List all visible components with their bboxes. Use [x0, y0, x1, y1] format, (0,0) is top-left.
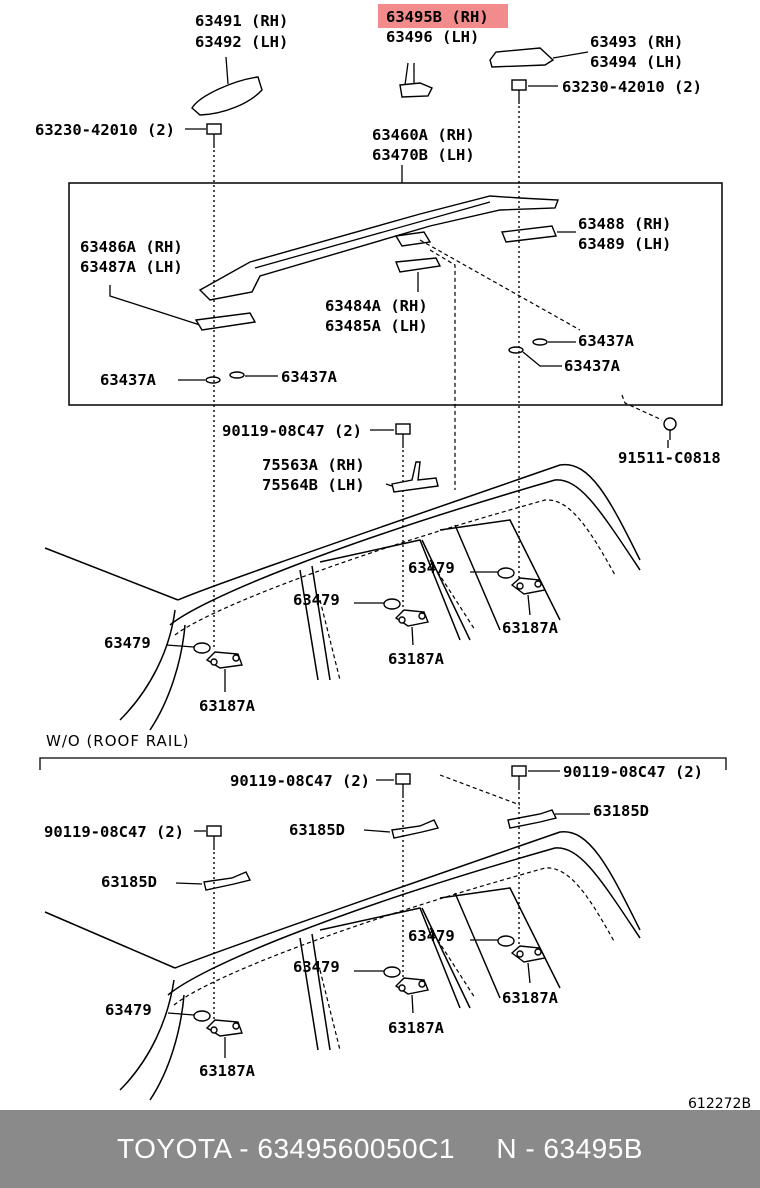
label-63492[interactable]: 63492 (LH) [195, 33, 288, 51]
highlight-box [378, 4, 508, 28]
label-63470b[interactable]: 63470B (LH) [372, 146, 475, 164]
label-91511[interactable]: 91511-C0818 [618, 449, 721, 467]
bracket-755 [391, 461, 439, 493]
end-cap-middle [399, 82, 433, 98]
section-bracket [39, 757, 727, 770]
label-63460a[interactable]: 63460A (RH) [372, 126, 475, 144]
pad-mid [395, 257, 442, 273]
label-63489[interactable]: 63489 (LH) [578, 235, 671, 253]
nut-icon [205, 651, 243, 669]
footer-bar: TOYOTA - 6349560050C1 N - 63495B [0, 1110, 760, 1188]
label-63486a[interactable]: 63486A (RH) [80, 238, 183, 256]
pad-left [194, 312, 257, 331]
label-63479-upper-m[interactable]: 63479 [293, 591, 340, 609]
label-bolt-63230-right[interactable]: 63230-42010 (2) [562, 78, 702, 96]
clip-icon [497, 567, 515, 579]
pad-right [501, 225, 557, 243]
label-63185d-m[interactable]: 63185D [289, 821, 345, 839]
clip-icon [497, 935, 515, 947]
label-63437a-r2[interactable]: 63437A [564, 357, 621, 375]
clip-icon [193, 1010, 211, 1022]
nut-icon [510, 577, 547, 595]
bolt-icon [511, 79, 527, 104]
label-63185d-r[interactable]: 63185D [593, 802, 649, 820]
end-cap-left [191, 76, 263, 116]
label-63187a-lower-r[interactable]: 63187A [502, 989, 559, 1007]
bracket-right [507, 809, 558, 829]
label-63187a-upper-r[interactable]: 63187A [502, 619, 559, 637]
rail-group-box [68, 182, 723, 406]
washer-icon [229, 371, 245, 379]
nut-icon [394, 977, 429, 995]
label-63484a[interactable]: 63484A (RH) [325, 297, 428, 315]
label-63485a[interactable]: 63485A (LH) [325, 317, 428, 335]
label-63437a-r1[interactable]: 63437A [578, 332, 635, 350]
roof-body-lower [44, 831, 641, 1101]
screw-icon [663, 417, 677, 440]
label-63479-upper-l[interactable]: 63479 [104, 634, 151, 652]
washer-icon [205, 376, 221, 384]
label-63187a-lower-m[interactable]: 63187A [388, 1019, 445, 1037]
label-63479-lower-m[interactable]: 63479 [293, 958, 340, 976]
bolt-icon [395, 773, 411, 798]
label-63185d-l[interactable]: 63185D [101, 873, 157, 891]
label-63187a-lower-l[interactable]: 63187A [199, 1062, 256, 1080]
bolt-icon [395, 423, 411, 448]
label-bolt-63230-left[interactable]: 63230-42010 (2) [35, 121, 175, 139]
label-63479-upper-r[interactable]: 63479 [408, 559, 455, 577]
nut-icon [205, 1019, 243, 1037]
label-63479-lower-r[interactable]: 63479 [408, 927, 455, 945]
label-63494[interactable]: 63494 (LH) [590, 53, 683, 71]
bolt-icon [206, 825, 222, 850]
footer-text: TOYOTA - 6349560050C1 N - 63495B [117, 1133, 643, 1164]
bracket-mid [391, 819, 440, 839]
label-63187a-upper-m[interactable]: 63187A [388, 650, 445, 668]
label-90119-c[interactable]: 90119-08C47 (2) [230, 772, 370, 790]
nut-icon [510, 945, 547, 963]
label-63437a-l2[interactable]: 63437A [281, 368, 338, 386]
label-63479-lower-l[interactable]: 63479 [105, 1001, 152, 1019]
washer-icon [532, 338, 548, 346]
roof-rail [198, 195, 559, 301]
diagram-id: 612272B [688, 1096, 751, 1110]
label-63493[interactable]: 63493 (RH) [590, 33, 683, 51]
label-75564b[interactable]: 75564B (LH) [262, 476, 365, 494]
parts-diagram: 63491 (RH) 63492 (LH) 63495B (RH) 63496 … [35, 4, 751, 1110]
end-cap-right [489, 47, 555, 68]
label-63187a-upper-l[interactable]: 63187A [199, 697, 256, 715]
roof-body-upper [44, 463, 641, 731]
label-63488[interactable]: 63488 (RH) [578, 215, 671, 233]
label-63487a[interactable]: 63487A (LH) [80, 258, 183, 276]
washer-icon [508, 346, 524, 354]
label-63491[interactable]: 63491 (RH) [195, 12, 288, 30]
clip-icon [383, 598, 401, 610]
label-75563a[interactable]: 75563A (RH) [262, 456, 365, 474]
section-header: W/O (ROOF RAIL) [46, 732, 189, 750]
label-63495b[interactable]: 63495B (RH) [386, 8, 489, 26]
label-90119-a[interactable]: 90119-08C47 (2) [222, 422, 362, 440]
label-90119-b[interactable]: 90119-08C47 (2) [563, 763, 703, 781]
nut-icon [394, 609, 429, 627]
bracket-left [203, 871, 252, 891]
bolt-icon [206, 123, 222, 148]
clip-icon [383, 966, 401, 978]
label-63437a-l1[interactable]: 63437A [100, 371, 157, 389]
label-90119-d[interactable]: 90119-08C47 (2) [44, 823, 184, 841]
bolt-icon [511, 765, 527, 790]
clip-icon [193, 642, 211, 654]
label-63496[interactable]: 63496 (LH) [386, 28, 479, 46]
